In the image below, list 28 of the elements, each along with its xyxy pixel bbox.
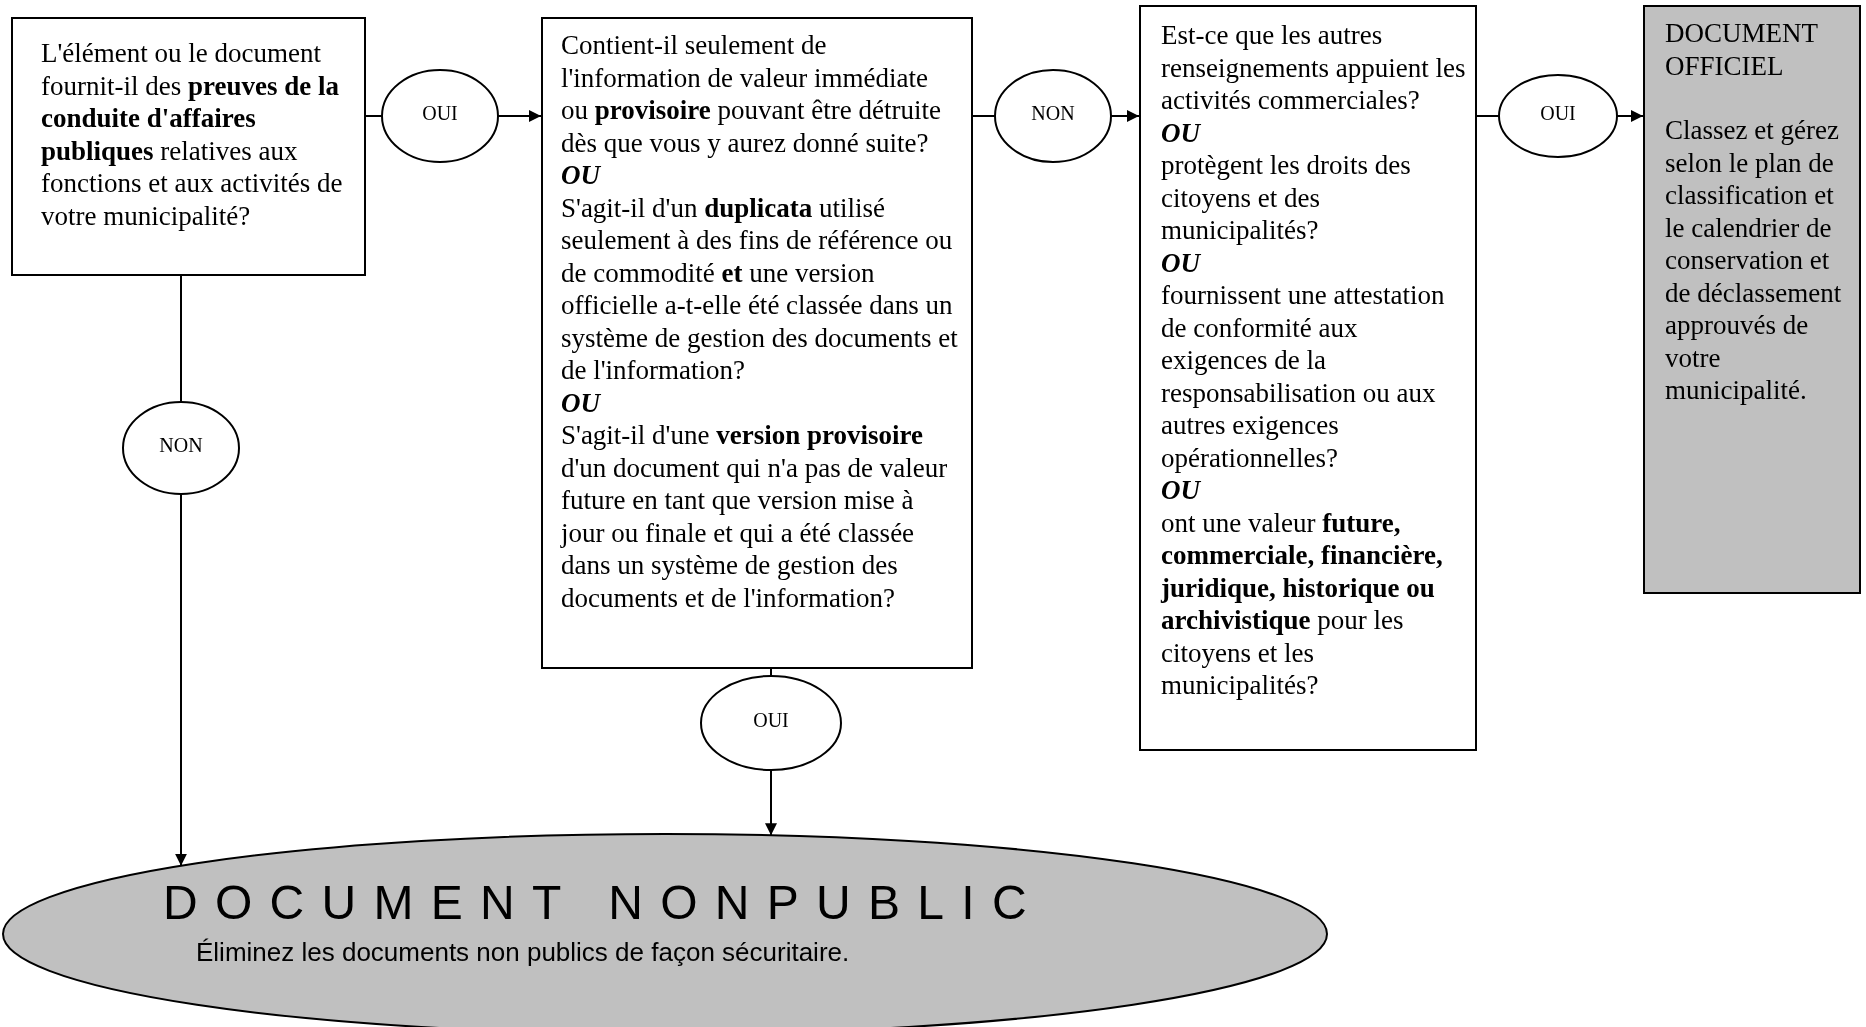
question-text: S'agit-il d'une version provisoire d'un document qui n'a pas de valeur future en tant que version mise à jour ou finale et qui a été classée dans un système de gestion des documents et de l'information?	[561, 419, 949, 614]
answer-label: NON	[1030, 102, 1076, 126]
answer-label: OUI	[1539, 102, 1577, 126]
result-heading: DOCUMENT NONPUBLIC	[163, 875, 1044, 930]
answer-label: OUI	[421, 102, 459, 126]
connector-arrow	[175, 493, 187, 867]
question-box	[1139, 5, 1477, 751]
question-text: ont une valeur future, commerciale, financière, juridique, historique ou archivistique pour les citoyens et les municipalités?	[1161, 506, 1444, 702]
result-text: Éliminez les documents non publics de façon sécuritaire.	[196, 937, 850, 968]
question-text: OU	[561, 386, 602, 419]
question-text: Classez et gérez selon le plan de classification et le calendrier de conservation et de déclassement approuvés de votre municipalité.	[1665, 114, 1843, 407]
question-text: protègent les droits des citoyens et des municipalités?	[1161, 149, 1412, 247]
question-text: OU	[1161, 116, 1202, 149]
question-text: S'agit-il d'un duplicata utilisé seulement à des fins de référence ou de commodité et une version officielle a-t-elle été classée dans un système de gestion des documents et de l'information?	[561, 191, 959, 387]
answer-label: OUI	[752, 709, 790, 733]
result-heading: DOCUMENT OFFICIEL	[1665, 17, 1819, 82]
question-text: OU	[1161, 246, 1202, 279]
result-box	[1643, 5, 1861, 594]
question-text: L'élément ou le document fournit-il des preuves de la conduite d'affaires publiques relatives aux fonctions et aux activités de votre municipalité?	[41, 37, 344, 232]
question-text: OU	[561, 159, 602, 192]
question-text: Contient-il seulement de l'information de valeur immédiate ou provisoire pouvant être détruite dès que vous y aurez donné suite?	[561, 29, 942, 159]
connector-arrow	[765, 769, 777, 837]
question-box	[11, 17, 366, 276]
question-text: Est-ce que les autres renseignements appuient les activités commerciales?	[1161, 19, 1467, 117]
question-box	[541, 17, 973, 669]
answer-label: NON	[158, 434, 204, 458]
question-text: OU	[1161, 474, 1202, 507]
question-text: fournissent une attestation de conformité aux exigences de la responsabilisation ou aux autres exigences opérationnelles?	[1161, 279, 1446, 474]
